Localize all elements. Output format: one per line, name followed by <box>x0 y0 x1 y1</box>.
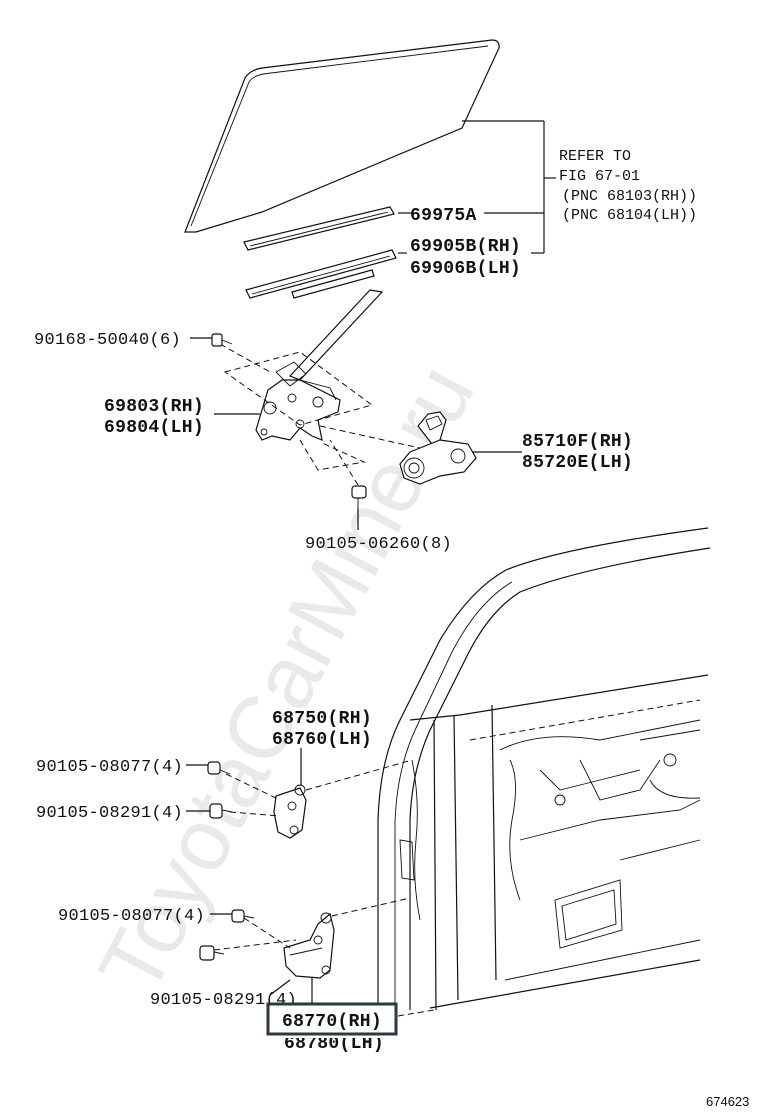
glass-run-channel[interactable] <box>243 206 395 251</box>
label-upper-hinge-lh[interactable]: 68760(LH) <box>272 730 372 750</box>
label-motor-rh[interactable]: 85710F(RH) <box>522 432 633 452</box>
label-upper-bolt-b[interactable]: 90105-08291(4) <box>36 804 183 823</box>
label-motor-bolt[interactable]: 90105-06260(8) <box>305 535 452 554</box>
bolt-90168-icon[interactable] <box>211 333 233 347</box>
lower-hinge[interactable] <box>283 912 335 979</box>
door-glass[interactable] <box>184 39 500 233</box>
label-weatherstrip-lh[interactable]: 69906B(LH) <box>410 259 521 279</box>
label-lower-bolt-b[interactable]: 90105-08291(4) <box>150 991 297 1010</box>
refer-line-4: (PNC 68104(LH)) <box>562 207 697 224</box>
refer-line-2: FIG 67-01 <box>559 168 640 185</box>
bolt-lower-b-icon[interactable] <box>199 945 225 961</box>
bolt-lower-a-icon[interactable] <box>231 909 255 923</box>
label-upper-hinge-rh[interactable]: 68750(RH) <box>272 709 372 729</box>
label-regulator-bolt[interactable]: 90168-50040(6) <box>34 331 181 350</box>
bolt-upper-a-icon[interactable] <box>207 761 231 775</box>
label-upper-bolt-a[interactable]: 90105-08077(4) <box>36 758 183 777</box>
label-weatherstrip-rh[interactable]: 69905B(RH) <box>410 237 521 257</box>
window-motor[interactable] <box>399 411 477 485</box>
refer-line-1: REFER TO <box>559 148 631 165</box>
diagram-id: 674623 <box>706 1094 749 1109</box>
label-regulator-rh[interactable]: 69803(RH) <box>104 397 204 417</box>
label-lower-hinge-rh[interactable]: 68770(RH) <box>282 1012 382 1032</box>
label-lower-bolt-a[interactable]: 90105-08077(4) <box>58 907 205 926</box>
label-glass-channel[interactable]: 69975A <box>410 206 477 226</box>
label-motor-lh[interactable]: 85720E(LH) <box>522 453 633 473</box>
highlight-box <box>266 1002 398 1036</box>
label-regulator-lh[interactable]: 69804(LH) <box>104 418 204 438</box>
door-body <box>377 527 711 1011</box>
weatherstrip[interactable] <box>245 249 397 299</box>
label-lower-hinge-lh[interactable]: 68780(LH) <box>284 1034 384 1054</box>
bolt-90105-06260-icon[interactable] <box>351 485 367 508</box>
window-regulator[interactable] <box>255 289 384 441</box>
refer-line-3: (PNC 68103(RH)) <box>562 188 697 205</box>
